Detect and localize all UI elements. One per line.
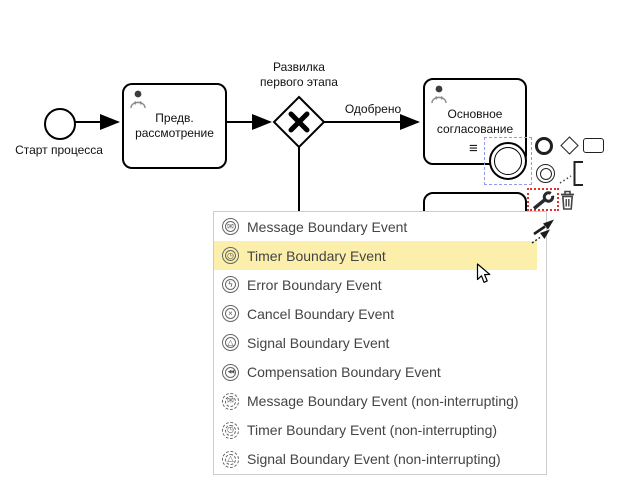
user-task-icon — [431, 85, 447, 104]
menu-item-timer-boundary[interactable]: ◷ Timer Boundary Event — [214, 241, 537, 271]
menu-item-message-boundary[interactable]: ✉ Message Boundary Event — [214, 212, 537, 241]
menu-item-signal-boundary[interactable]: △ Signal Boundary Event — [214, 328, 537, 357]
cancel-boundary-icon: × — [222, 305, 239, 323]
timer-non-interrupting-icon: ◷ — [222, 421, 239, 439]
menu-item-compensation-boundary[interactable]: ◀◀ Compensation Boundary Event — [214, 358, 537, 387]
menu-item-error-boundary[interactable]: ϟ Error Boundary Event — [214, 270, 537, 299]
append-intermediate-event-icon[interactable] — [536, 164, 555, 183]
menu-item-timer-boundary-non-interrupting[interactable]: ◷ Timer Boundary Event (non-interrupting… — [214, 416, 537, 445]
start-event-label[interactable]: Старт процесса — [15, 143, 103, 157]
gateway-x-marker — [288, 111, 310, 133]
signal-boundary-icon: △ — [222, 334, 239, 352]
task-preliminary-review[interactable]: Предв. рассмотрение — [122, 83, 227, 169]
message-non-interrupting-icon: ✉ — [222, 392, 239, 410]
user-task-icon — [130, 90, 146, 109]
text-annotation-icon[interactable] — [557, 160, 585, 187]
menu-item-message-boundary-non-interrupting[interactable]: ✉ Message Boundary Event (non-interrupti… — [214, 387, 537, 416]
compensation-boundary-icon: ◀◀ — [222, 363, 239, 381]
mouse-cursor — [476, 263, 491, 283]
signal-non-interrupting-icon: △ — [222, 450, 239, 468]
append-task-icon[interactable] — [583, 138, 604, 153]
task-label: Основное согласование — [436, 106, 514, 136]
append-end-event-icon[interactable] — [535, 137, 553, 155]
boundary-event-inner-ring — [494, 147, 522, 175]
boundary-event[interactable] — [489, 142, 527, 180]
menu-item-signal-boundary-non-interrupting[interactable]: △ Signal Boundary Event (non-interruptin… — [214, 445, 537, 474]
selection-outline — [484, 137, 532, 185]
message-boundary-icon: ✉ — [222, 218, 239, 236]
start-event[interactable] — [44, 108, 76, 140]
error-boundary-icon: ϟ — [222, 276, 239, 294]
gateway-label[interactable]: Развилка первого этапа — [260, 60, 338, 89]
wrench-highlight-box — [527, 188, 559, 211]
wrench-icon[interactable] — [531, 191, 557, 211]
task-label: Предв. рассмотрение — [135, 111, 214, 140]
connect-tool-icon[interactable] — [531, 216, 559, 244]
boundary-event-popup-menu: ✉ Message Boundary Event ◷ Timer Boundar… — [213, 211, 547, 475]
timer-boundary-icon: ◷ — [222, 247, 239, 265]
sequential-marker: ≡ — [469, 140, 478, 157]
flow-approved-label[interactable]: Одобрено — [344, 102, 402, 116]
trash-icon[interactable] — [560, 190, 575, 210]
menu-item-cancel-boundary[interactable]: × Cancel Boundary Event — [214, 299, 537, 328]
